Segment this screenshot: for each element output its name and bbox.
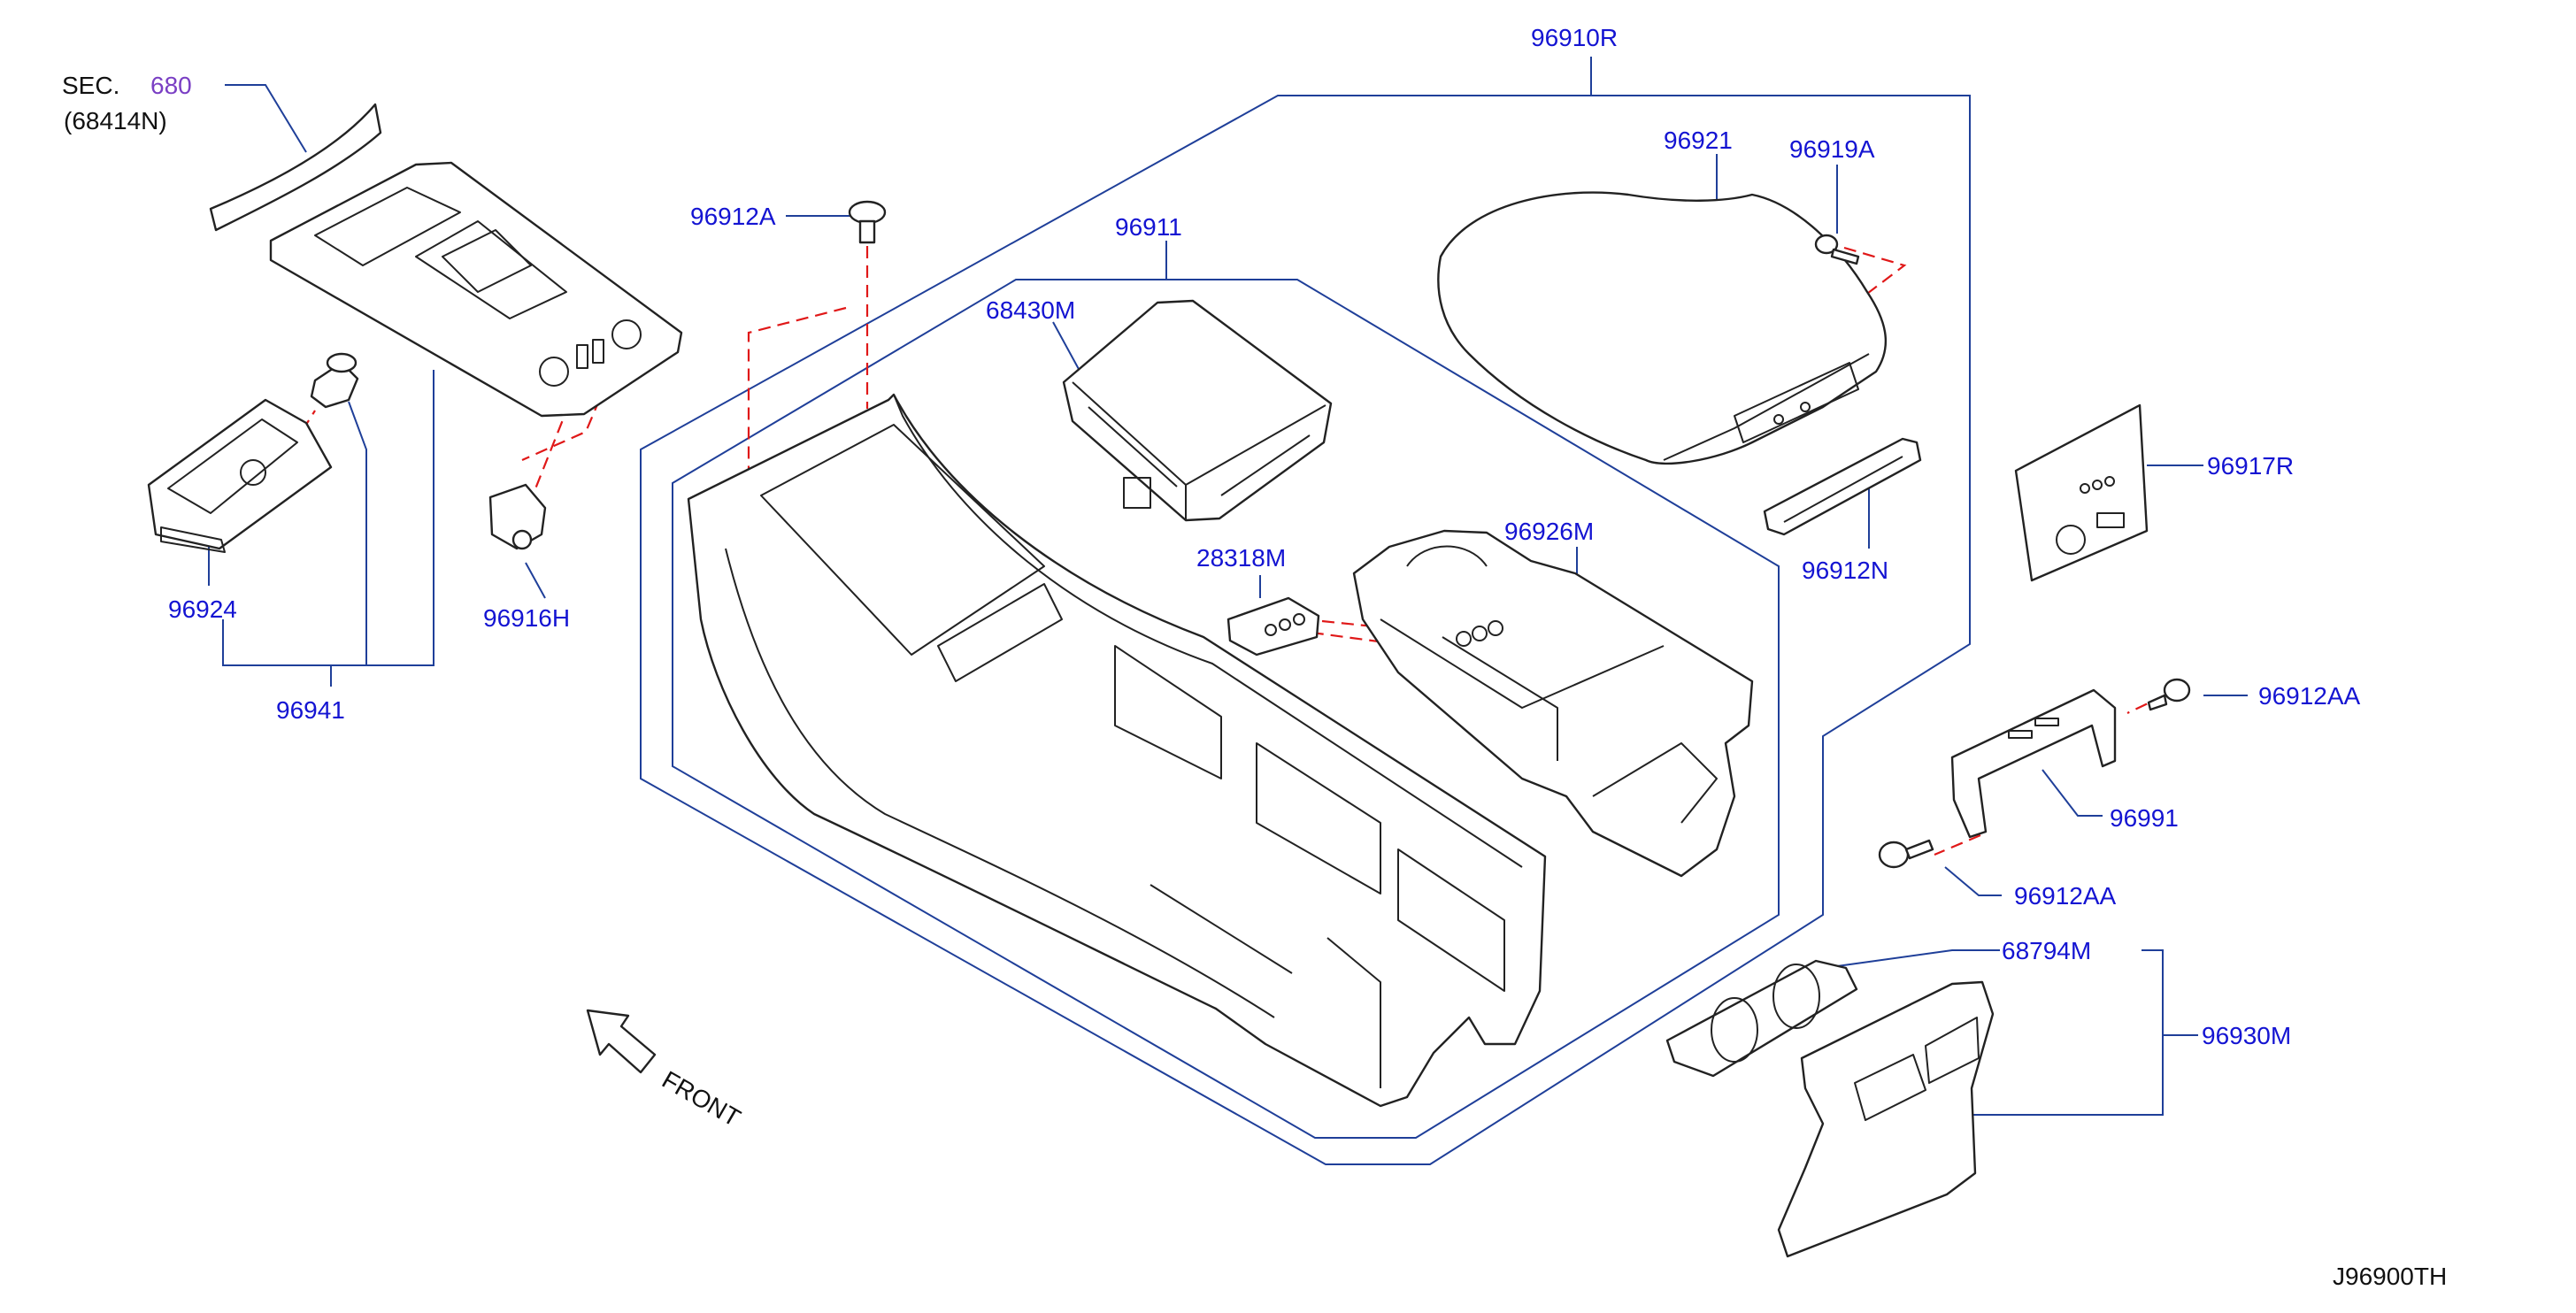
section-number-link[interactable]: 680	[150, 72, 192, 99]
armrest-lid-96921	[1437, 191, 1888, 465]
part-label-68430M[interactable]: 68430M	[986, 296, 1075, 324]
part-label-96917R[interactable]: 96917R	[2207, 452, 2294, 480]
switch-28318M	[1226, 596, 1320, 656]
part-label-96941[interactable]: 96941	[276, 696, 345, 724]
section-sub-label: (68414N)	[64, 107, 167, 134]
bracket-96991	[1950, 688, 2117, 839]
part-label-96919A[interactable]: 96919A	[1789, 135, 1875, 163]
bracket-96916H	[488, 483, 547, 550]
leader-lines	[208, 57, 2248, 1165]
part-label-96911[interactable]: 96911	[1115, 213, 1182, 241]
storage-box-68430M	[1062, 299, 1333, 522]
part-label-96991[interactable]: 96991	[2110, 804, 2179, 832]
section-prefix: SEC.	[62, 72, 119, 99]
plate-96917R	[2014, 403, 2149, 582]
hinge-bracket-96912N	[1763, 437, 1922, 536]
part-label-96912A[interactable]: 96912A	[690, 203, 776, 230]
sec680-trim-strip	[209, 103, 382, 232]
part-label-96921[interactable]: 96921	[1664, 127, 1733, 154]
screw-96919A	[1814, 234, 1860, 265]
front-arrow-icon	[586, 1009, 657, 1074]
part-label-96910R[interactable]: 96910R	[1531, 24, 1618, 51]
labels: SEC. 680 (68414N) 96910R 96921 96919A 96…	[62, 24, 2447, 1290]
part-label-96912N[interactable]: 96912N	[1802, 557, 1888, 584]
clip-96924	[310, 352, 359, 409]
screw-96912AA-bottom	[1878, 839, 1934, 869]
part-label-96924[interactable]: 96924	[168, 595, 237, 623]
part-label-96930M[interactable]: 96930M	[2202, 1022, 2291, 1049]
tray-96926M	[1352, 529, 1754, 878]
diagram-id: J96900TH	[2333, 1263, 2447, 1290]
screw-96912AA-top	[2147, 678, 2191, 711]
finisher-96930M	[1777, 980, 1995, 1258]
part-label-96912AA-bottom[interactable]: 96912AA	[2014, 882, 2117, 910]
part-label-96926M[interactable]: 96926M	[1504, 518, 1594, 545]
part-label-28318M[interactable]: 28318M	[1196, 544, 1286, 572]
finisher-panel-96941	[269, 161, 683, 418]
console-body-96911	[687, 393, 1547, 1108]
cupholder-insert-96924	[147, 398, 333, 553]
part-label-68794M[interactable]: 68794M	[2002, 937, 2091, 964]
front-label: FRONT	[657, 1065, 745, 1132]
part-label-96912AA-top[interactable]: 96912AA	[2258, 682, 2361, 710]
part-label-96916H[interactable]: 96916H	[483, 604, 570, 632]
vent-68794M	[1665, 959, 1858, 1078]
screw-96912A	[848, 200, 887, 244]
